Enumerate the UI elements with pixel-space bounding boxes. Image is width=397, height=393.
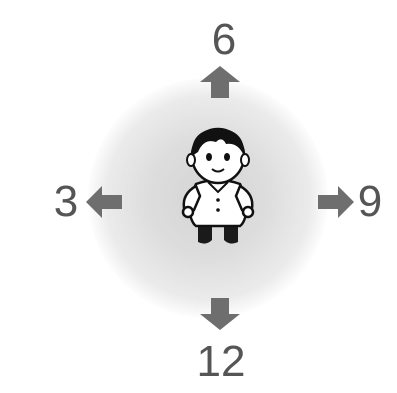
direction-label-up: 6 [196,18,252,62]
arrow-up-icon [196,64,244,100]
direction-label-right: 9 [350,180,390,224]
person-icon [176,122,260,253]
direction-label-left: 3 [46,180,86,224]
arrow-right-icon [316,182,356,222]
arrow-down-icon [196,296,244,332]
direction-label-down: 12 [186,340,256,384]
arrow-left-icon [84,182,124,222]
